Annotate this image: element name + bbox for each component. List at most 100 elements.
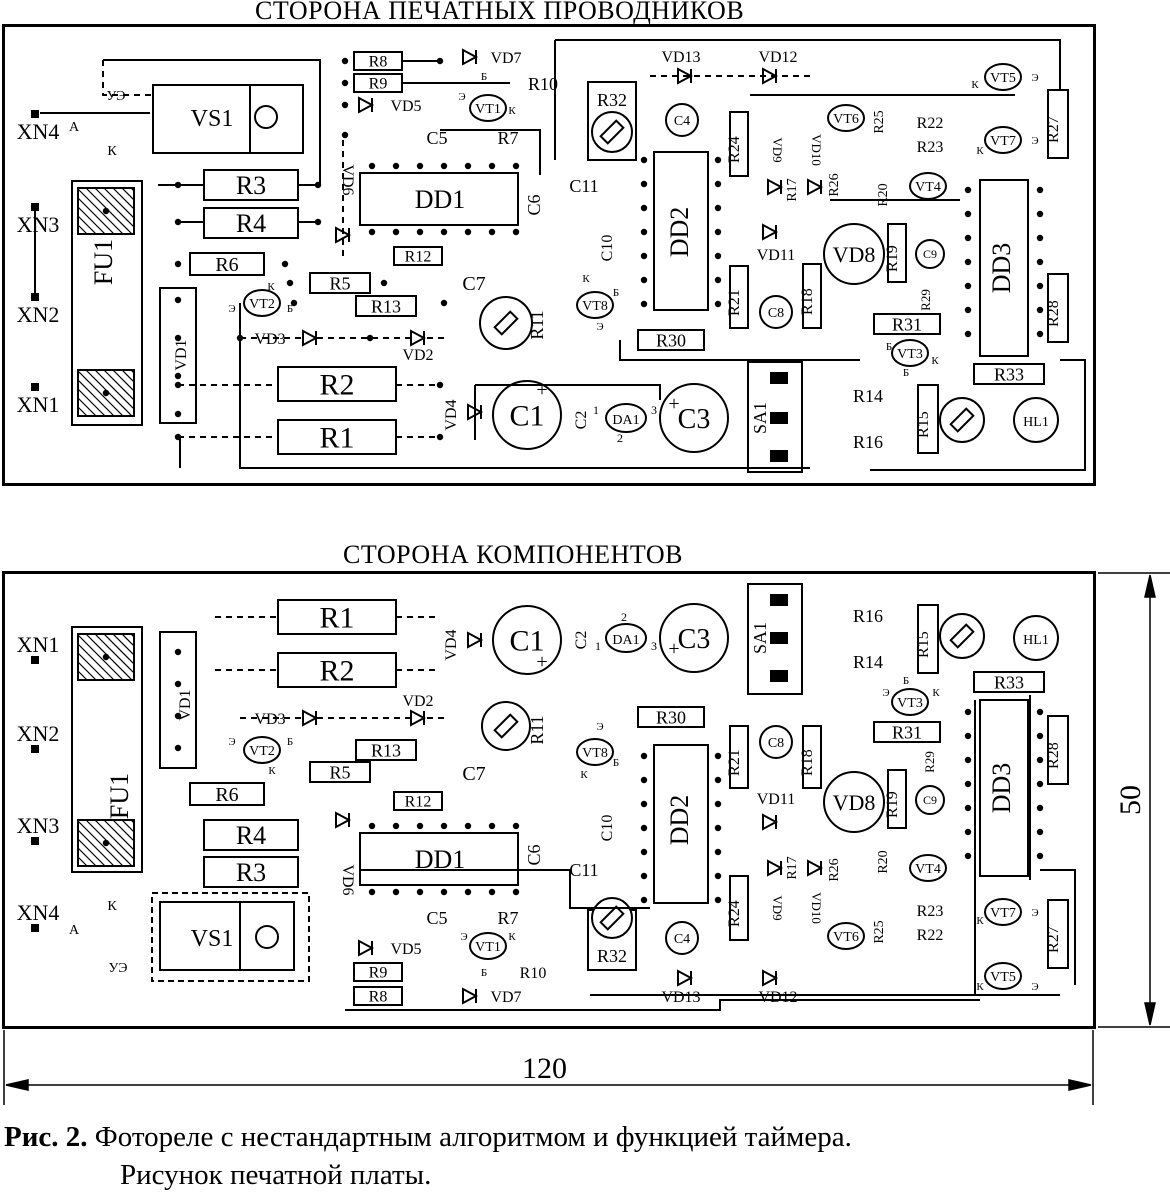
resistor-label: R12 [405, 794, 432, 811]
resistor-label: R28 [1045, 742, 1062, 769]
pin-label: А [69, 923, 80, 938]
pad [964, 852, 972, 860]
resistor-label: R12 [405, 249, 432, 266]
hatch [77, 652, 106, 681]
ic-label: DD3 [987, 763, 1016, 814]
connector-pin [31, 656, 39, 664]
resistor-body [309, 272, 371, 294]
switch-label: SA1 [750, 622, 770, 654]
capacitor-body [492, 605, 562, 675]
connector-pin [31, 745, 39, 753]
capacitor-body [915, 239, 945, 269]
pad [416, 888, 424, 896]
resistor-label: R8 [369, 54, 388, 71]
pin-label: Э [1031, 981, 1038, 993]
switch-pin [770, 412, 788, 424]
pin-label: К [932, 687, 940, 699]
resistor-label: R10 [528, 74, 558, 94]
resistor-label: R28 [1045, 300, 1062, 327]
pad [174, 260, 182, 268]
pin-label: Э [1031, 135, 1038, 147]
trace [345, 999, 980, 1011]
fuse-label: FU1 [105, 773, 134, 819]
lamp-label: HL1 [1023, 633, 1049, 648]
pad [1036, 282, 1044, 290]
pad [1036, 756, 1044, 764]
capacitor-body [492, 380, 562, 450]
diode-symbol [410, 709, 427, 727]
zener-body [823, 223, 885, 285]
pad [714, 300, 722, 308]
resistor-body [887, 223, 907, 283]
diode-label: VD12 [758, 989, 797, 1006]
pin-label: Б [481, 71, 487, 83]
transistor-label: VT6 [833, 112, 859, 127]
connector-label: XN4 [17, 900, 60, 925]
diode-symbol [762, 813, 779, 831]
hatch [77, 206, 106, 235]
resistor-label: R1 [319, 602, 354, 635]
pad [436, 381, 444, 389]
resistor-body [277, 366, 397, 402]
resistor-body [637, 706, 705, 728]
trimmer-slot [493, 713, 519, 739]
pad [174, 744, 182, 752]
resistor-body [1047, 899, 1069, 969]
resistor-label: R17 [785, 178, 800, 201]
pad [714, 752, 722, 760]
diode-label: VD5 [390, 98, 421, 115]
resistor-label: R5 [329, 762, 350, 782]
pin-label: К [508, 931, 516, 943]
transistor-body [469, 932, 507, 960]
transistor-body [243, 289, 281, 317]
resistor-label: R5 [329, 273, 350, 293]
capacitor-label: C10 [599, 235, 616, 262]
zener-label: VD8 [833, 242, 876, 267]
capacitor-label: C1 [509, 400, 544, 433]
trimmer-label: R11 [527, 310, 547, 339]
hatch [130, 187, 135, 192]
pad [102, 389, 110, 397]
pin-label: Б [613, 287, 619, 299]
capacitor-body [915, 785, 945, 815]
resistor-body [729, 111, 749, 177]
trace [870, 359, 1086, 471]
trace [102, 60, 153, 96]
transistor-body [576, 291, 614, 319]
pad [640, 824, 648, 832]
pad [440, 162, 448, 170]
diode-label: VD5 [390, 941, 421, 958]
pin-label: Э [596, 721, 603, 733]
pad [964, 258, 972, 266]
pad [174, 218, 182, 226]
hatch [94, 187, 135, 228]
resistor-body [917, 604, 939, 674]
transistor-body [576, 738, 614, 766]
figure-number: Рис. 2. [4, 1121, 88, 1153]
pad [714, 824, 722, 832]
transistor-label: VT2 [249, 744, 275, 759]
resistor-label: R19 [884, 791, 901, 818]
capacitor-label: C7 [462, 763, 485, 785]
pad [714, 776, 722, 784]
pad [512, 228, 520, 236]
diode-label: VD6 [339, 164, 356, 195]
diode-label: VD13 [661, 989, 700, 1006]
pad [964, 186, 972, 194]
resistor-body [802, 725, 822, 789]
caption-line-1: Фотореле с нестандартным алгоритмом и фу… [94, 1121, 852, 1153]
diode-symbol [358, 939, 375, 957]
pad [368, 228, 376, 236]
capacitor-label: C5 [426, 908, 447, 928]
pad [640, 300, 648, 308]
transistor-body [984, 63, 1022, 91]
hatch [103, 187, 135, 219]
trace [1040, 869, 1076, 985]
capacitor-body [665, 921, 699, 955]
resistor-label: R13 [371, 296, 401, 316]
connector-label: XN3 [17, 212, 60, 237]
transistor-label: VT4 [915, 862, 941, 877]
pin-label: К [582, 273, 590, 285]
caption-line-2: Рисунок печатной платы. [120, 1159, 432, 1191]
resistor-label: R23 [917, 903, 944, 920]
